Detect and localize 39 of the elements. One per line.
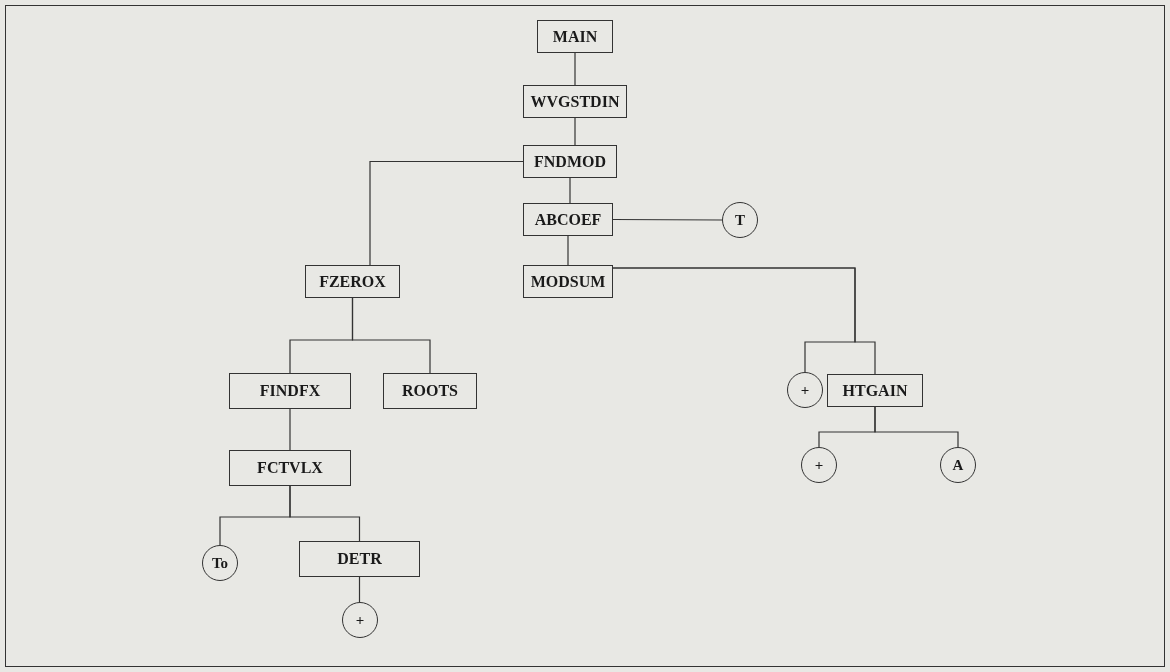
connector-line [569,177,571,204]
module-name: FCTVLX [257,459,323,477]
module-box [229,450,351,486]
module-name: MAIN [552,27,598,46]
connector-line [369,160,524,266]
node-symbol: T [735,211,745,229]
node-symbol: + [355,611,365,629]
module-box [523,85,627,118]
connector-line [358,576,361,603]
connector-line [567,235,569,266]
node-symbol: + [814,456,824,474]
module-name: ABCOEF [534,210,602,229]
connector-line [574,117,576,146]
module-box [383,373,477,409]
module-name: WVGSTDIN [530,92,620,111]
module-box [827,374,923,407]
node-symbol: A [952,456,964,474]
module-box [229,373,351,409]
connector-line [289,408,291,451]
connector-line [874,406,959,448]
module-box [537,20,613,53]
module-box [305,265,400,298]
node-symbol: To [211,554,229,572]
connector-line [351,297,431,374]
connector-line [574,52,576,86]
module-name: FZEROX [319,272,386,291]
module-box [523,203,613,236]
module-box [299,541,420,577]
module-box [523,145,617,178]
module-name: ROOTS [402,382,458,400]
connector-line [289,485,361,542]
module-name: DETR [337,550,382,568]
module-box [523,265,613,298]
module-name: HTGAIN [842,381,908,400]
module-name: MODSUM [530,272,606,291]
module-name: FNDMOD [534,152,606,171]
node-symbol: + [800,381,810,399]
connector-line [612,218,723,221]
module-name: FINDFX [259,382,321,400]
